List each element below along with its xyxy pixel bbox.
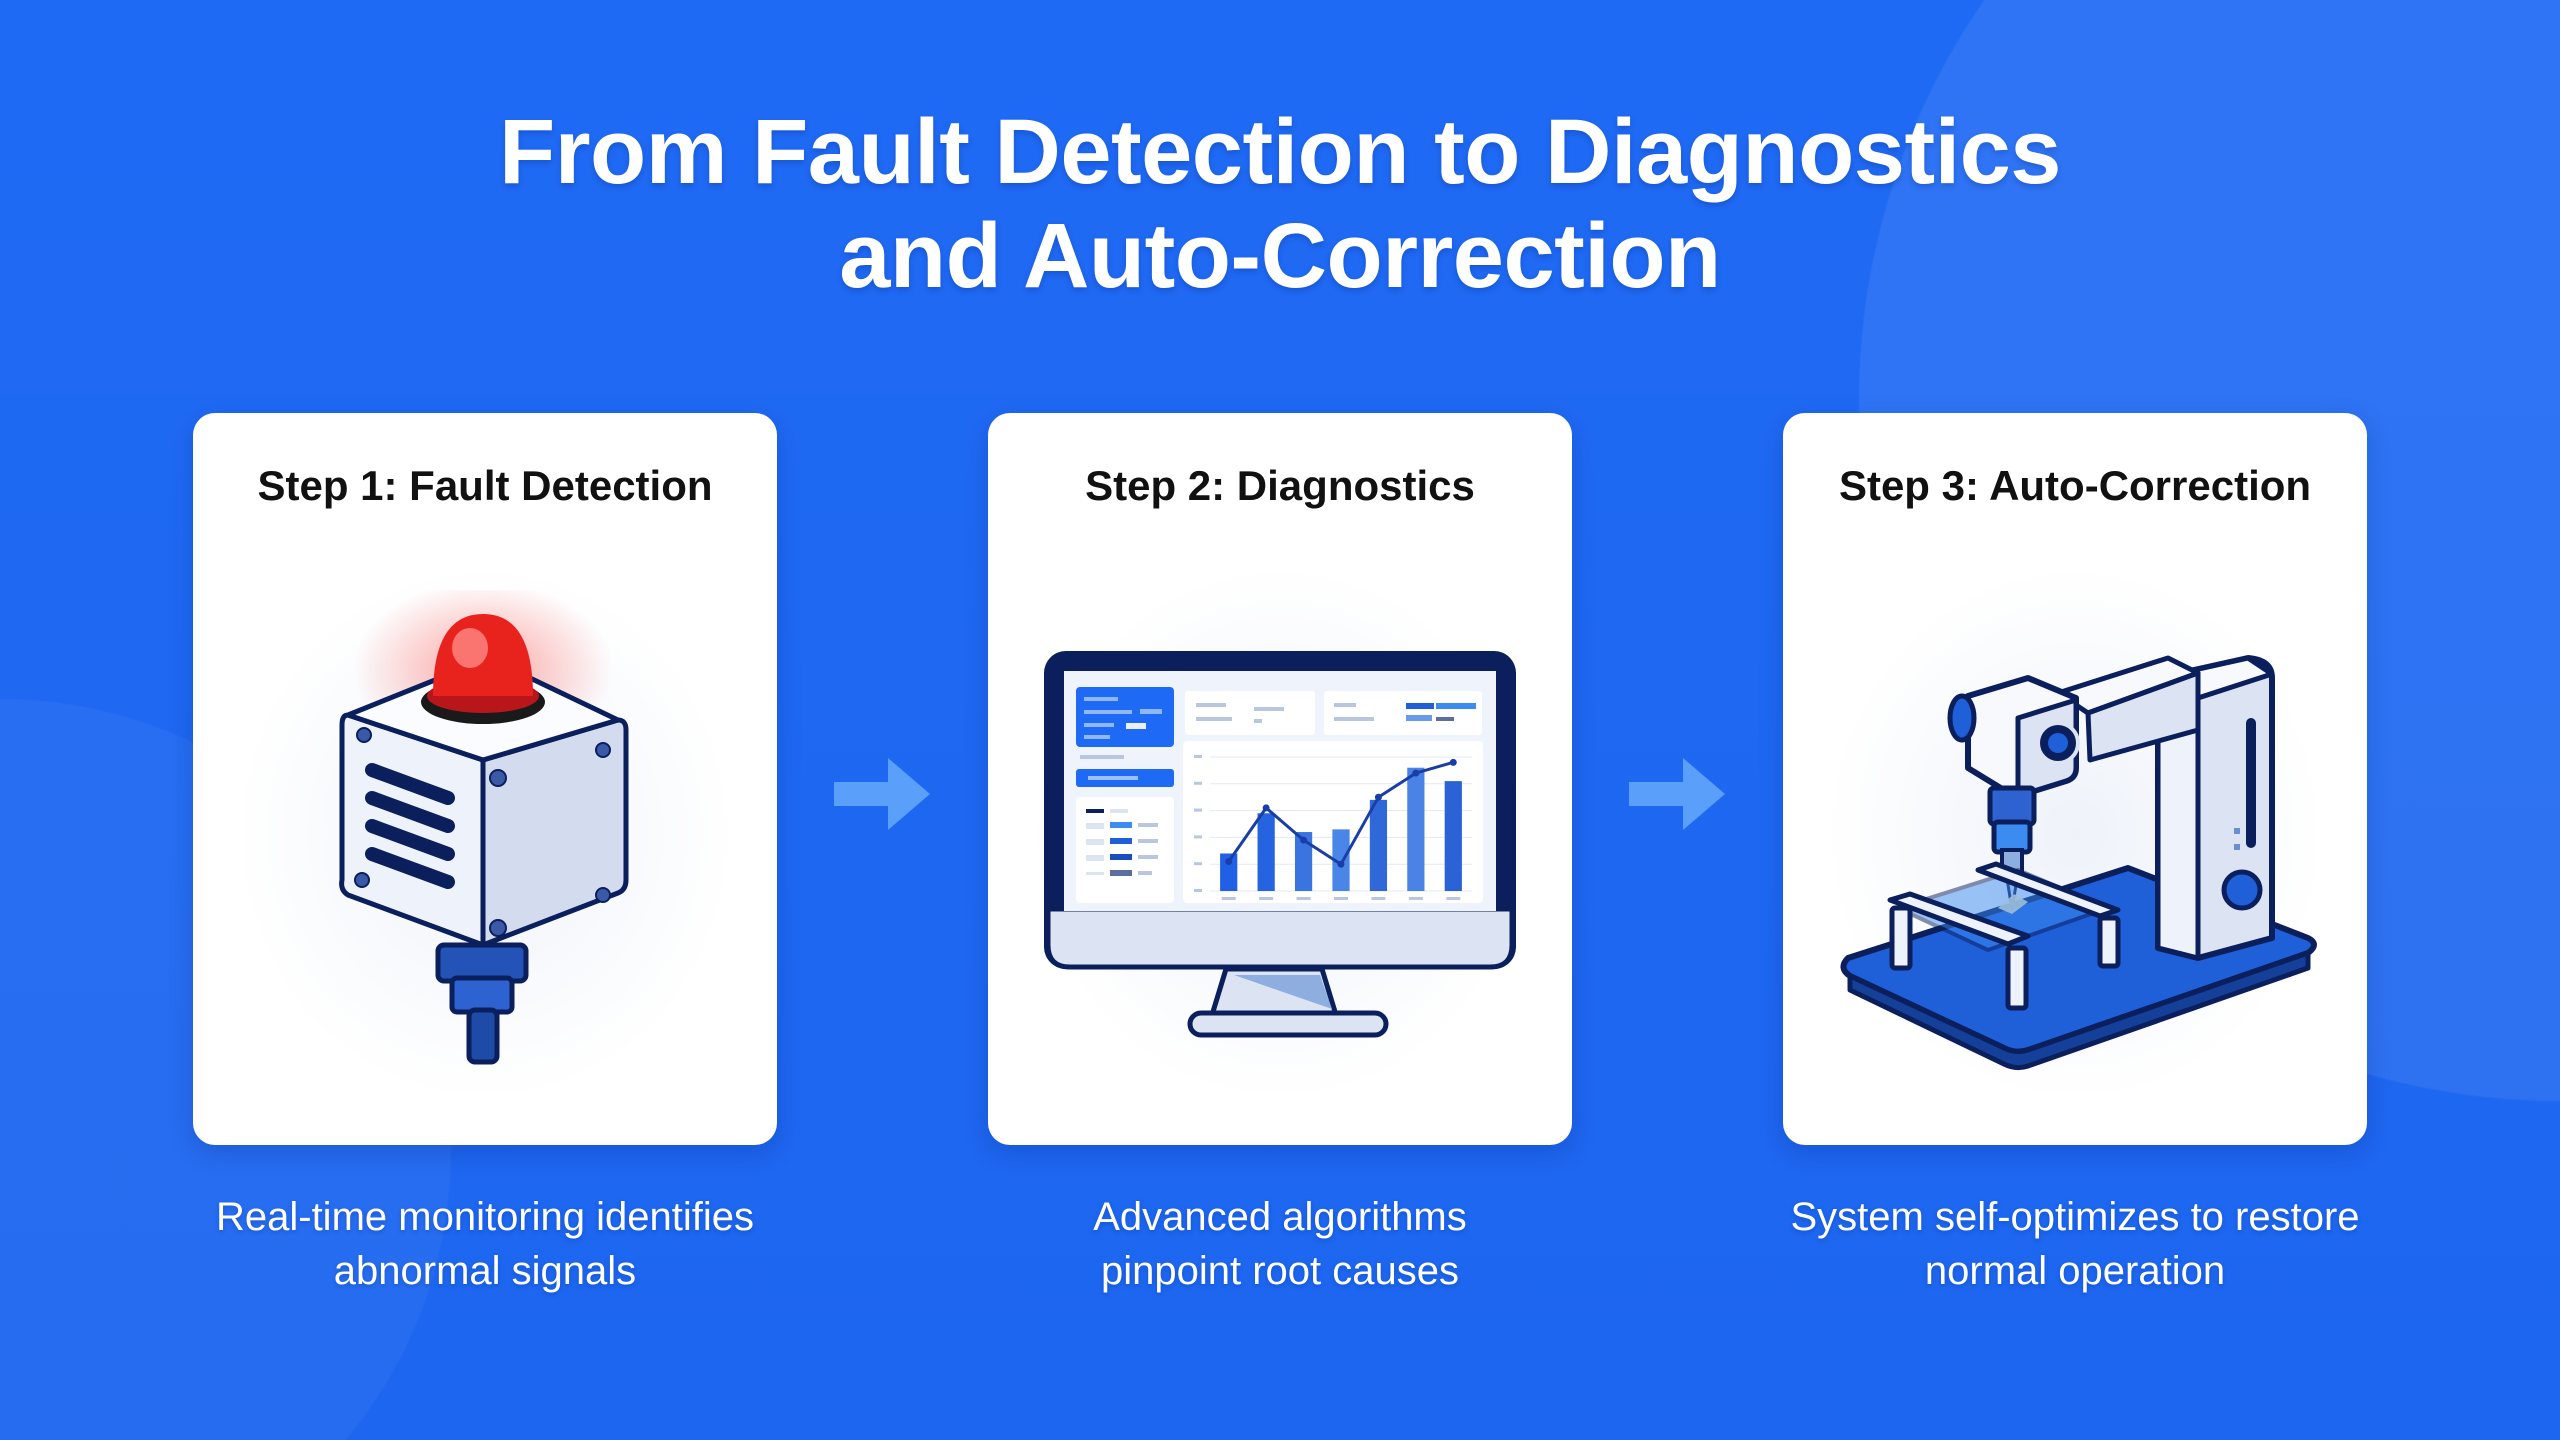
chart-y-tick <box>1194 862 1202 866</box>
step-card-auto-correction: Step 3: Auto-Correction <box>1783 413 2367 1145</box>
chart-point <box>1225 858 1233 866</box>
caption-line: System self-optimizes to restore <box>1790 1195 2360 1239</box>
step-heading: Step 1: Fault Detection <box>257 462 713 509</box>
chart-x-tick <box>1296 897 1311 900</box>
chart-bar <box>1369 799 1388 891</box>
monitor-dashboard-icon <box>1044 651 1516 1038</box>
page-title-line-2: and Auto-Correction <box>839 205 1721 307</box>
chart-x-tick <box>1408 897 1423 900</box>
chart-x-tick <box>1259 897 1274 900</box>
chart-x-tick <box>1371 897 1386 900</box>
chart-point <box>1337 860 1345 868</box>
step-card-diagnostics: Step 2: Diagnostics <box>988 413 1572 1145</box>
step-caption: Real-time monitoring identifies abnormal… <box>135 1190 835 1298</box>
caption-line: Advanced algorithms <box>1093 1195 1467 1239</box>
caption-line: pinpoint root causes <box>1100 1249 1459 1293</box>
caption-line: normal operation <box>1924 1249 2226 1293</box>
chart-x-tick <box>1221 897 1236 900</box>
alarm-sensor-icon <box>339 590 629 1065</box>
caption-line: abnormal signals <box>333 1249 637 1293</box>
chart-point <box>1374 793 1382 801</box>
step-heading: Step 3: Auto-Correction <box>1838 462 2312 509</box>
chart-point <box>1300 836 1308 844</box>
chart-y-tick <box>1194 781 1202 785</box>
chart-bar <box>1257 813 1275 891</box>
chart-bar <box>1407 767 1425 891</box>
chart-point <box>1449 758 1457 766</box>
chart-bar <box>1294 832 1313 891</box>
chart-y-tick <box>1194 889 1202 892</box>
chart-bar <box>1444 781 1462 891</box>
step-caption: System self-optimizes to restore normal … <box>1725 1190 2425 1298</box>
page-title: From Fault Detection to Diagnostics and … <box>0 100 2560 308</box>
chart-x-tick <box>1446 897 1461 900</box>
chart-y-tick <box>1194 835 1202 839</box>
arrow-right-icon <box>1629 758 1725 830</box>
page-title-line-1: From Fault Detection to Diagnostics <box>499 101 2061 203</box>
step-caption: Advanced algorithms pinpoint root causes <box>930 1190 1630 1298</box>
chart-x-tick <box>1334 897 1348 900</box>
step-card-fault-detection: Step 1: Fault Detection <box>193 413 777 1145</box>
chart-bar <box>1332 829 1350 891</box>
chart-point <box>1412 769 1420 777</box>
chart-bar <box>1220 853 1238 891</box>
caption-line: Real-time monitoring identifies <box>215 1195 754 1239</box>
chart-point <box>1262 804 1270 812</box>
chart-y-tick <box>1194 755 1202 758</box>
chart-y-tick <box>1194 808 1202 812</box>
step-heading: Step 2: Diagnostics <box>1085 462 1475 509</box>
cnc-machine-icon <box>1840 655 2317 1071</box>
arrow-right-icon <box>834 758 930 830</box>
